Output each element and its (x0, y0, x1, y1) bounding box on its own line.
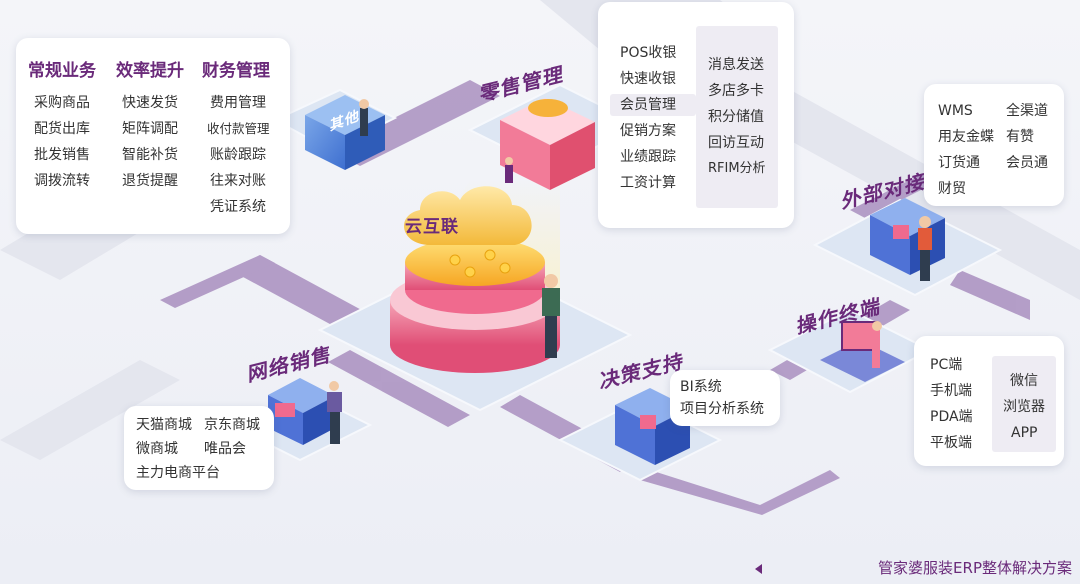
external-item: 会员通 (1006, 155, 1048, 171)
other-box-illustration (305, 95, 385, 170)
decision-item: BI系统 (680, 379, 722, 395)
decision-card: BI系统 项目分析系统 (670, 370, 780, 426)
business-item: 采购商品 (34, 95, 90, 111)
external-item: 财贸 (938, 181, 966, 197)
online-item: 微商城 (136, 441, 178, 457)
decision-item: 项目分析系统 (680, 401, 764, 417)
business-col2-header: 效率提升 (116, 61, 184, 81)
external-item: 有赞 (1006, 129, 1034, 145)
online-item: 唯品会 (204, 441, 246, 457)
retail-item: 促销方案 (620, 123, 676, 139)
footer-arrow-icon (755, 564, 762, 574)
terminal-item: PDA端 (930, 409, 973, 425)
retail-item: RFIM分析 (708, 161, 766, 176)
retail-card: POS收银 快速收银 会员管理 促销方案 业绩跟踪 工资计算 消息发送 多店多卡… (598, 2, 794, 228)
business-item: 配货出库 (34, 121, 90, 137)
terminal-item: 微信 (1010, 373, 1038, 389)
retail-item: 消息发送 (708, 57, 764, 73)
terminal-illustration (820, 321, 905, 382)
retail-item: 业绩跟踪 (620, 149, 676, 165)
business-item: 快速发货 (122, 95, 178, 111)
footer-caption: 管家婆服装ERP整体解决方案 (878, 559, 1072, 577)
retail-item: 积分储值 (708, 109, 764, 125)
online-kiosk-illustration (268, 378, 342, 445)
retail-item: 回访互动 (708, 135, 764, 151)
external-item: WMS (938, 103, 973, 119)
terminal-item: PC端 (930, 357, 963, 373)
terminal-item: 手机端 (930, 383, 972, 399)
business-item: 批发销售 (34, 147, 90, 163)
business-col1-header: 常规业务 (28, 61, 96, 81)
retail-item: 多店多卡 (708, 83, 764, 99)
business-item: 调拨流转 (34, 173, 90, 189)
business-item: 凭证系统 (210, 199, 266, 215)
retail-store-illustration (500, 98, 595, 190)
retail-item: 工资计算 (620, 175, 676, 191)
terminal-item: 平板端 (930, 435, 972, 451)
external-item: 订货通 (938, 155, 980, 171)
online-card: 天猫商城 京东商城 微商城 唯品会 主力电商平台 (124, 406, 274, 490)
external-card: WMS 用友金蝶 订货通 财贸 全渠道 有赞 会员通 (924, 84, 1064, 206)
terminal-card: PC端 手机端 PDA端 平板端 微信 浏览器 APP (914, 336, 1064, 466)
external-item: 用友金蝶 (938, 129, 994, 145)
retail-item: 会员管理 (620, 97, 676, 113)
business-item: 账龄跟踪 (210, 147, 266, 163)
retail-highlight (610, 94, 696, 116)
business-item: 往来对账 (210, 173, 266, 189)
center-cloud-label: 云互联 (405, 217, 459, 237)
business-card: 常规业务 效率提升 财务管理 采购商品 配货出库 批发销售 调拨流转 快速发货 … (16, 38, 290, 234)
external-item: 全渠道 (1006, 103, 1048, 119)
retail-item: POS收银 (620, 45, 677, 61)
online-item: 主力电商平台 (136, 465, 220, 481)
business-item: 智能补货 (122, 147, 178, 163)
terminal-item: APP (1011, 425, 1038, 441)
business-item: 退货提醒 (122, 173, 178, 189)
business-item: 收付款管理 (207, 121, 270, 136)
external-cube-illustration (870, 198, 945, 281)
business-col3-header: 财务管理 (202, 61, 270, 81)
business-item: 矩阵调配 (122, 121, 178, 137)
retail-item: 快速收银 (620, 71, 676, 87)
terminal-right-panel (992, 356, 1056, 452)
retail-right-panel (696, 26, 778, 208)
business-item: 费用管理 (210, 95, 266, 111)
online-item: 天猫商城 (136, 417, 192, 433)
online-item: 京东商城 (204, 417, 260, 433)
terminal-item: 浏览器 (1003, 399, 1045, 415)
cloud-cake-illustration (390, 186, 560, 373)
